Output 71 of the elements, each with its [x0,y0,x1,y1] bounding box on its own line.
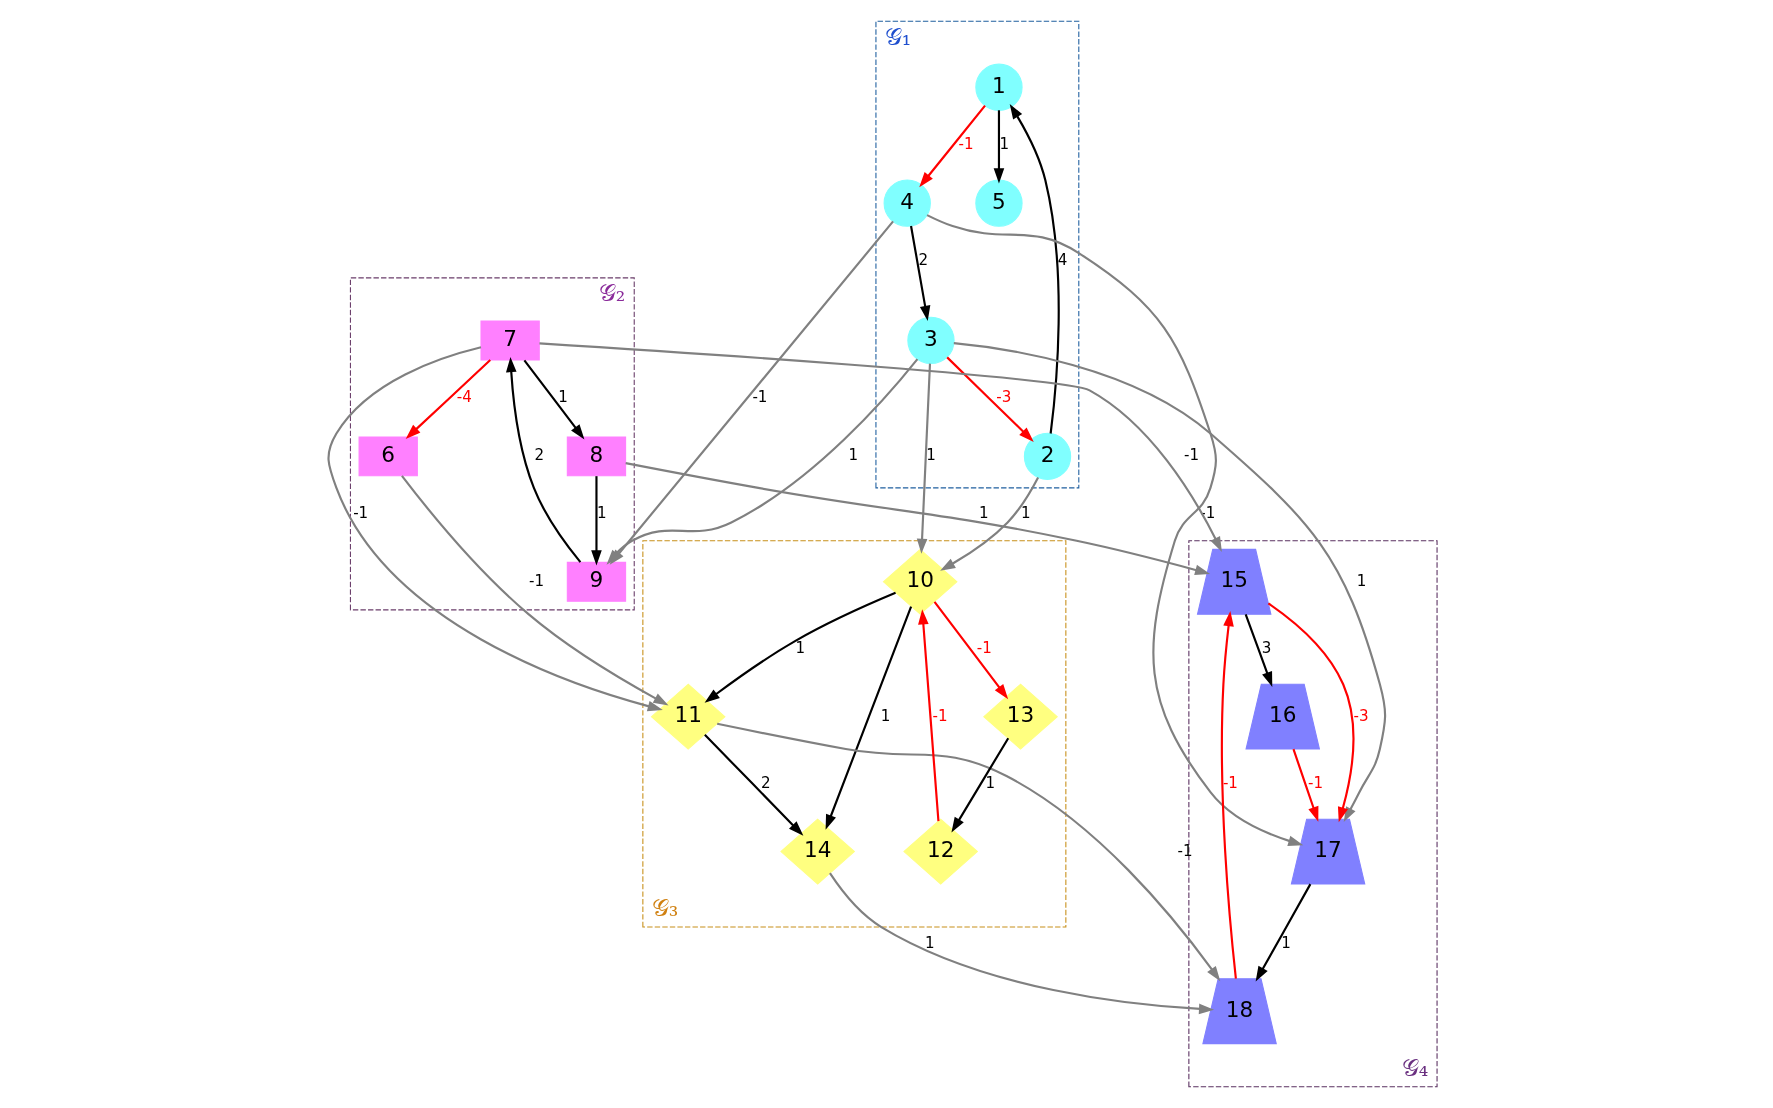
node-box: 7 [479,320,540,361]
edge-label: -1 [958,135,974,154]
arrow [909,225,930,321]
arrow [993,110,1004,184]
node-box: 6 [358,436,418,477]
arrow [953,342,1386,823]
edge-label: 2 [533,446,544,465]
edge-label: 1 [1356,571,1366,590]
arrow [1244,613,1272,687]
arrow [1291,748,1318,822]
edge-label: -1 [751,388,767,407]
edge-label: -1 [1183,446,1199,465]
arrow [917,609,939,822]
edge-label: 4 [1057,251,1067,270]
edge-label: -3 [1352,706,1369,725]
edge-label: 1 [985,774,995,793]
edge-label: -3 [995,388,1011,407]
arrow [624,462,1210,576]
arrow [505,356,581,563]
edge-label: -1 [1177,841,1193,860]
edge-label: 2 [760,774,771,793]
arrow [939,476,1039,571]
arrow [828,872,1214,1015]
edge-label: 1 [557,388,568,407]
arrow [590,476,602,566]
arrow [950,737,1009,833]
node-circle: 3 [906,316,955,365]
edge-label: 3 [1261,639,1271,658]
arrow [1267,602,1354,823]
arrow [400,475,669,706]
edge-label: 1 [795,639,805,658]
node-circle: 2 [1023,432,1071,481]
edge-label: 1 [596,504,607,523]
edge-label: 1 [978,504,989,523]
arrow [1009,103,1060,434]
arrow [538,342,1222,553]
arrow [716,722,1220,982]
edge-label: -1 [1222,774,1238,793]
arrow [704,591,896,703]
node-box: 8 [566,436,626,477]
arrow [405,359,491,439]
edge-label: -1 [528,571,544,590]
edge-label: 1 [924,933,935,952]
arrow [945,356,1034,442]
arrow [933,601,1008,700]
edge-label: 1 [847,446,858,465]
arrow [523,359,584,440]
edge-label: 1 [925,446,936,465]
arrow [609,220,894,565]
arrow [926,214,1303,846]
arrow [1220,611,1237,979]
edge-label: -1 [976,639,992,658]
edge-label: -1 [932,706,948,725]
arrow [1255,883,1311,982]
arrow [916,363,931,554]
node-box: 9 [566,561,626,602]
node-circle: 1 [974,63,1023,111]
edge-label: 2 [918,251,928,270]
edge-label: -1 [1307,774,1323,793]
node-circle: 5 [974,179,1023,227]
arrow [918,104,986,188]
edge-label: 1 [1280,933,1291,952]
arrow [326,346,663,712]
edge-label: 1 [999,135,1009,154]
edge-label: -4 [456,388,472,407]
node-circle: 4 [883,179,931,227]
edge-label: 1 [1020,504,1031,523]
arrow [825,606,912,830]
edge-label: 1 [880,706,890,725]
arrow [703,734,803,836]
edge-label: -1 [352,504,368,523]
